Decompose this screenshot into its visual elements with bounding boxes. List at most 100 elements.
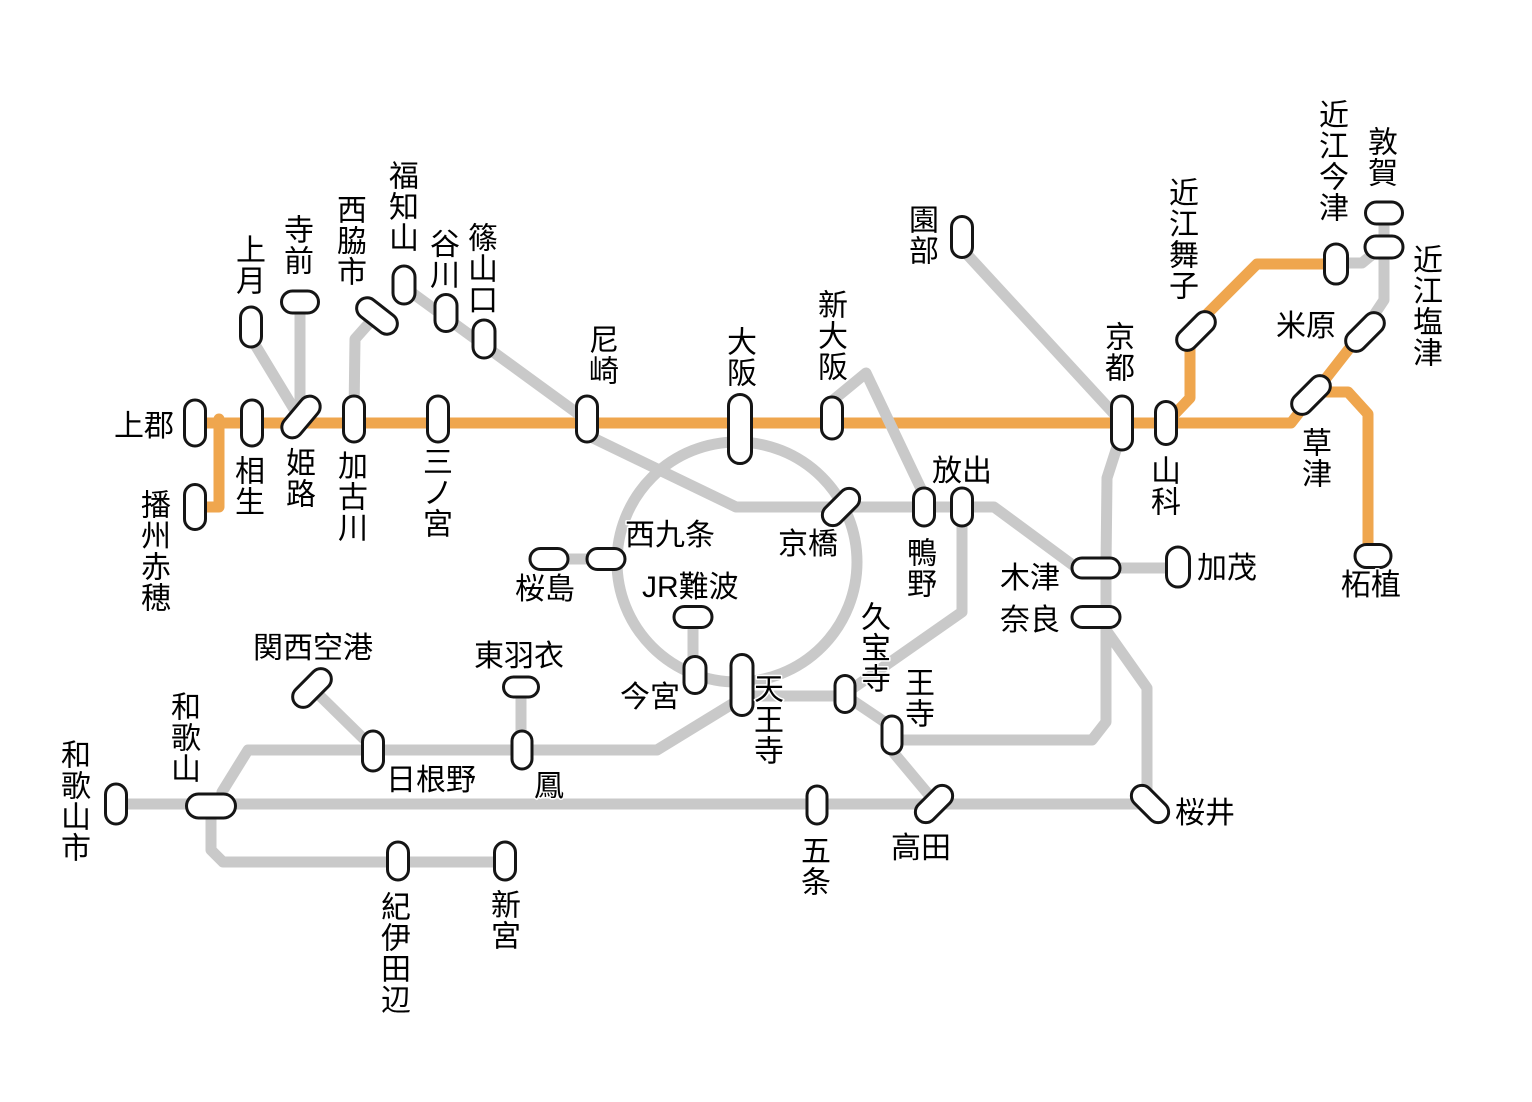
station-kii-tanabe[interactable] (386, 840, 410, 882)
station-marker[interactable] (471, 318, 497, 360)
station-tsuge[interactable] (1353, 543, 1393, 569)
station-oji[interactable] (880, 714, 904, 756)
station-marker[interactable] (1287, 371, 1334, 418)
station-marker[interactable] (950, 215, 974, 259)
station-sonobe[interactable] (950, 215, 974, 259)
station-marker[interactable] (1363, 234, 1405, 260)
station-marker[interactable] (433, 293, 459, 333)
station-kansai-airport[interactable] (288, 664, 335, 711)
station-marker[interactable] (280, 289, 320, 315)
station-marker[interactable] (426, 394, 450, 444)
station-kyobashi[interactable] (818, 484, 864, 530)
station-kusatsu[interactable] (1287, 371, 1334, 418)
station-marker[interactable] (342, 394, 366, 444)
station-gojo[interactable] (805, 784, 829, 826)
station-kakogawa[interactable] (342, 394, 366, 444)
station-marker[interactable] (1127, 781, 1173, 827)
station-sasayamaguchi[interactable] (471, 318, 497, 360)
station-marker[interactable] (352, 294, 401, 339)
station-otori[interactable] (510, 729, 534, 771)
station-teramae[interactable] (280, 289, 320, 315)
station-yamashina[interactable] (1154, 400, 1178, 446)
station-amagasaki[interactable] (575, 394, 599, 444)
station-marker[interactable] (185, 792, 237, 820)
station-wakayamashi[interactable] (104, 782, 128, 826)
station-marker[interactable] (729, 653, 755, 717)
station-marker[interactable] (391, 264, 417, 306)
station-marker[interactable] (805, 784, 829, 826)
station-marker[interactable] (278, 392, 325, 442)
station-sakurai[interactable] (1127, 781, 1173, 827)
station-jr-namba[interactable] (672, 605, 714, 629)
station-marker[interactable] (104, 782, 128, 826)
station-marker[interactable] (1323, 242, 1349, 286)
station-marker[interactable] (912, 486, 936, 528)
station-marker[interactable] (880, 714, 904, 756)
station-kyuhoji[interactable] (833, 674, 857, 714)
station-label-kyoto: 京都 (1105, 321, 1135, 385)
station-marker[interactable] (493, 840, 517, 882)
station-aioi[interactable] (240, 398, 264, 448)
station-himeji[interactable] (278, 392, 325, 442)
station-wakayama[interactable] (185, 792, 237, 820)
station-takada[interactable] (911, 781, 957, 827)
station-higashi-hagoromo[interactable] (502, 675, 540, 699)
station-marker[interactable] (672, 605, 714, 629)
station-marker[interactable] (575, 394, 599, 444)
station-omi-imazu[interactable] (1323, 242, 1349, 286)
station-nishikujo[interactable] (585, 547, 627, 571)
station-marker[interactable] (1353, 543, 1393, 569)
station-shin-osaka[interactable] (820, 395, 844, 441)
station-tsuruga[interactable] (1364, 200, 1404, 226)
station-marker[interactable] (1341, 308, 1388, 355)
station-marker[interactable] (183, 398, 207, 448)
station-kizu[interactable] (1070, 556, 1122, 580)
station-marker[interactable] (386, 840, 410, 882)
station-kyoto[interactable] (1110, 394, 1134, 452)
station-marker[interactable] (585, 547, 627, 571)
station-marker[interactable] (1070, 605, 1122, 629)
station-hineno[interactable] (361, 729, 385, 773)
station-omi-shiotsu[interactable] (1363, 234, 1405, 260)
station-marker[interactable] (727, 393, 753, 465)
station-marker[interactable] (1165, 545, 1191, 589)
station-maibara[interactable] (1341, 308, 1388, 355)
station-omi-maiko[interactable] (1172, 307, 1219, 354)
station-hanaten[interactable] (950, 486, 974, 528)
station-kozuki[interactable] (239, 305, 263, 349)
station-fukuchiyama[interactable] (391, 264, 417, 306)
station-marker[interactable] (682, 655, 708, 695)
station-marker[interactable] (361, 729, 385, 773)
station-nara[interactable] (1070, 605, 1122, 629)
station-marker[interactable] (1070, 556, 1122, 580)
station-tanikawa[interactable] (433, 293, 459, 333)
station-imamiya[interactable] (682, 655, 708, 695)
station-marker[interactable] (510, 729, 534, 771)
station-nishiwakishi[interactable] (352, 294, 401, 339)
station-marker[interactable] (183, 483, 207, 531)
station-banshu-ako[interactable] (183, 483, 207, 531)
station-kamigori[interactable] (183, 398, 207, 448)
station-marker[interactable] (818, 484, 864, 530)
station-marker[interactable] (833, 674, 857, 714)
station-marker[interactable] (1110, 394, 1134, 452)
station-marker[interactable] (950, 486, 974, 528)
station-marker[interactable] (1364, 200, 1404, 226)
station-shingu[interactable] (493, 840, 517, 882)
station-marker[interactable] (528, 547, 570, 571)
station-marker[interactable] (239, 305, 263, 349)
station-marker[interactable] (502, 675, 540, 699)
station-marker[interactable] (288, 664, 335, 711)
station-marker[interactable] (820, 395, 844, 441)
station-marker[interactable] (911, 781, 957, 827)
station-tennoji[interactable] (729, 653, 755, 717)
station-kamo[interactable] (1165, 545, 1191, 589)
station-osaka[interactable] (727, 393, 753, 465)
station-marker[interactable] (240, 398, 264, 448)
station-marker[interactable] (1154, 400, 1178, 446)
station-marker[interactable] (1172, 307, 1219, 354)
station-shigino[interactable] (912, 486, 936, 528)
station-sannomiya[interactable] (426, 394, 450, 444)
station-sakurajima[interactable] (528, 547, 570, 571)
